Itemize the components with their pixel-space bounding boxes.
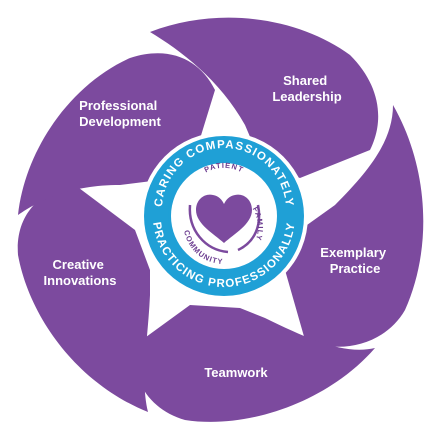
petal-label-professional-development: Professional Development [79, 98, 161, 129]
petal-label-professional-line1: Professional [79, 98, 157, 113]
petal-exemplary-practice [285, 105, 424, 347]
petal-label-exemplary-line2: Practice [330, 261, 381, 276]
petal-label-creative-innovations: Creative Innovations [44, 257, 117, 288]
petal-label-exemplary-line1: Exemplary [320, 245, 387, 260]
petal-label-shared-leadership: Shared Leadership [272, 73, 341, 104]
inner-text-patient-path: PATIENT [203, 161, 245, 175]
petal-teamwork [134, 305, 375, 422]
petal-label-creative-line1: Creative [53, 257, 104, 272]
petal-label-creative-line2: Innovations [44, 273, 117, 288]
petal-label-teamwork-line1: Teamwork [204, 365, 268, 380]
inner-swoosh-right [237, 204, 261, 252]
petal-label-exemplary-practice: Exemplary Practice [320, 245, 389, 276]
petal-label-shared-line1: Shared [283, 73, 327, 88]
center-ring: CARING COMPASSIONATELY PRACTICING PROFES… [140, 132, 308, 300]
petal-label-teamwork: Teamwork [204, 365, 268, 380]
petal-shared-leadership [150, 17, 379, 179]
inner-text-patient: PATIENT [203, 161, 246, 175]
inner-swoosh-left [188, 204, 229, 254]
heart-icon [196, 194, 252, 243]
petal-label-shared-line2: Leadership [272, 89, 341, 104]
petal-label-professional-line2: Development [79, 114, 161, 129]
petal-creative-innovations [17, 185, 150, 412]
